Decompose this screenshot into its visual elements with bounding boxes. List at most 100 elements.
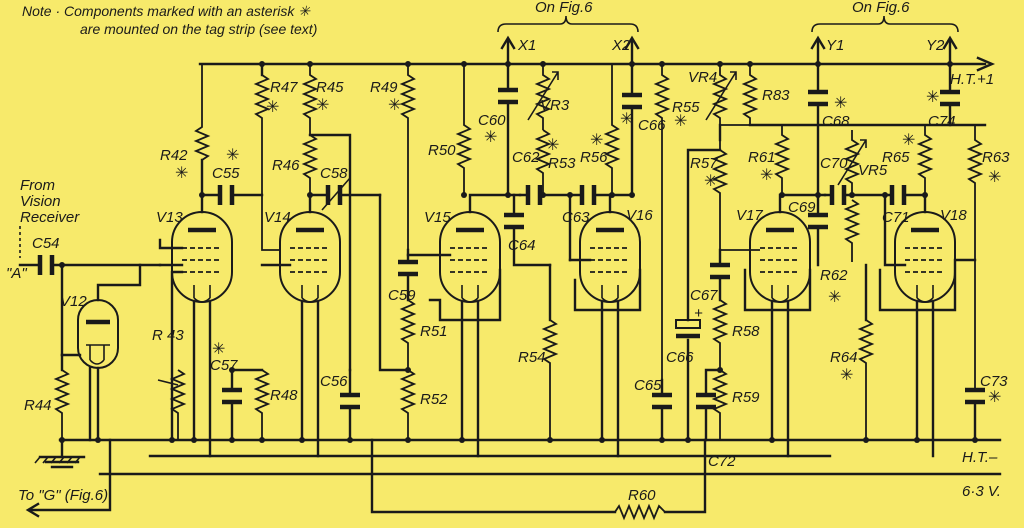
from-vision-line1: From (20, 177, 55, 194)
to-g-label: To "G" (Fig.6) (18, 487, 108, 504)
vr3-arrow-icon (527, 71, 559, 121)
c65-capacitor (652, 392, 672, 410)
c62-label: C62 (512, 149, 540, 166)
v15-valve (439, 211, 501, 303)
bracket-left (497, 15, 639, 33)
c55-capacitor (217, 185, 235, 205)
input-a-label: "A" (6, 265, 27, 282)
c72-label: C72 (708, 453, 736, 470)
v13-label: V13 (156, 209, 183, 226)
r42-label: R42 (160, 147, 188, 164)
r65-label: R65 (882, 149, 910, 166)
c54-label: C54 (32, 235, 60, 252)
c64-label: C64 (508, 237, 536, 254)
r62-label: R62 (820, 267, 848, 284)
y2-label: Y2 (926, 37, 945, 54)
r45-label: R45 (316, 79, 344, 96)
r50-label: R50 (428, 142, 456, 159)
note-line-2: are mounted on the tag strip (see text) (80, 21, 317, 37)
svg-text:+: + (694, 305, 703, 322)
svg-text:✳: ✳ (546, 137, 559, 154)
svg-text:✳: ✳ (926, 89, 939, 106)
svg-text:✳: ✳ (484, 129, 497, 146)
junction-dots (59, 61, 978, 443)
r53-resistor (534, 129, 552, 195)
v17-valve (749, 211, 811, 303)
x2-label: X2 (611, 37, 631, 54)
x1-label: X1 (517, 37, 536, 54)
heater-label: 6·3 V. (962, 483, 1001, 500)
r59-resistor (711, 369, 729, 440)
svg-text:✳: ✳ (388, 97, 401, 114)
r83-label: R83 (762, 87, 790, 104)
c63-capacitor (579, 185, 597, 205)
r52-label: R52 (420, 391, 448, 408)
note-line-1: Note · Components marked with an asteris… (22, 3, 311, 19)
r62-resistor (843, 199, 861, 262)
r55-resistor (653, 64, 671, 380)
r64-resistor (857, 319, 875, 440)
svg-text:✳: ✳ (212, 341, 225, 358)
bracket-right (811, 15, 959, 33)
c68-capacitor (808, 89, 828, 107)
c59-label: C59 (388, 287, 416, 304)
ht-plus-label: H.T.+1 (950, 71, 994, 88)
svg-text:✳: ✳ (620, 111, 633, 128)
v12-valve (77, 299, 119, 369)
c64-capacitor (504, 212, 524, 230)
svg-text:✳: ✳ (175, 165, 188, 182)
c66a-label: C66 (638, 117, 666, 134)
c69-label: C69 (788, 199, 816, 216)
r48-resistor (253, 369, 271, 440)
c60-label: C60 (478, 112, 506, 129)
r57-resistor (711, 149, 760, 251)
r55-label: R55 (672, 99, 700, 116)
r46-resistor (301, 134, 319, 212)
c74-capacitor (940, 89, 960, 107)
svg-text:✳: ✳ (834, 95, 847, 112)
from-vision-line2: Vision (20, 193, 61, 210)
c62-capacitor (525, 185, 543, 205)
r44-resistor (53, 369, 71, 440)
r53-label: R53 (548, 155, 576, 172)
c66a-capacitor (622, 92, 642, 110)
r49-label: R49 (370, 79, 398, 96)
r58-resistor (711, 299, 729, 370)
c60-capacitor (498, 87, 518, 105)
r63-label: R63 (982, 149, 1010, 166)
c56-capacitor (340, 392, 360, 410)
vr5-label: VR5 (858, 162, 888, 179)
r44-label: R44 (24, 397, 52, 414)
r50-resistor (455, 64, 473, 195)
r60-wire (370, 438, 707, 514)
r64-label: R64 (830, 349, 858, 366)
c67-capacitor (710, 262, 730, 280)
from-vision-line3: Receiver (20, 209, 80, 226)
v18-valve (894, 211, 956, 303)
v14-label: V14 (264, 209, 291, 226)
c70-label: C70 (820, 155, 848, 172)
on-fig6-left: On Fig.6 (535, 0, 593, 16)
r47-label: R47 (270, 79, 298, 96)
r61-resistor (773, 125, 791, 195)
svg-text:✳: ✳ (988, 169, 1001, 186)
r47-resistor (253, 74, 280, 251)
r57-label: R57 (690, 155, 718, 172)
ht-minus-label: H.T.– (962, 449, 998, 466)
svg-text:✳: ✳ (840, 367, 853, 384)
r52-resistor (399, 369, 417, 440)
r42-resistor (193, 64, 211, 161)
svg-text:✳: ✳ (704, 173, 717, 190)
r54-label: R54 (518, 349, 546, 366)
r83-resistor (720, 64, 759, 126)
c58-label: C58 (320, 165, 348, 182)
r61-label: R61 (748, 149, 776, 166)
vr5-arrow-icon (837, 139, 867, 186)
v17-label: V17 (736, 207, 763, 224)
on-fig6-right: On Fig.6 (852, 0, 910, 16)
vr3-label: VR3 (540, 97, 570, 114)
vr4-arrow-icon (705, 71, 737, 121)
c70-capacitor (829, 185, 847, 205)
svg-text:✳: ✳ (988, 389, 1001, 406)
